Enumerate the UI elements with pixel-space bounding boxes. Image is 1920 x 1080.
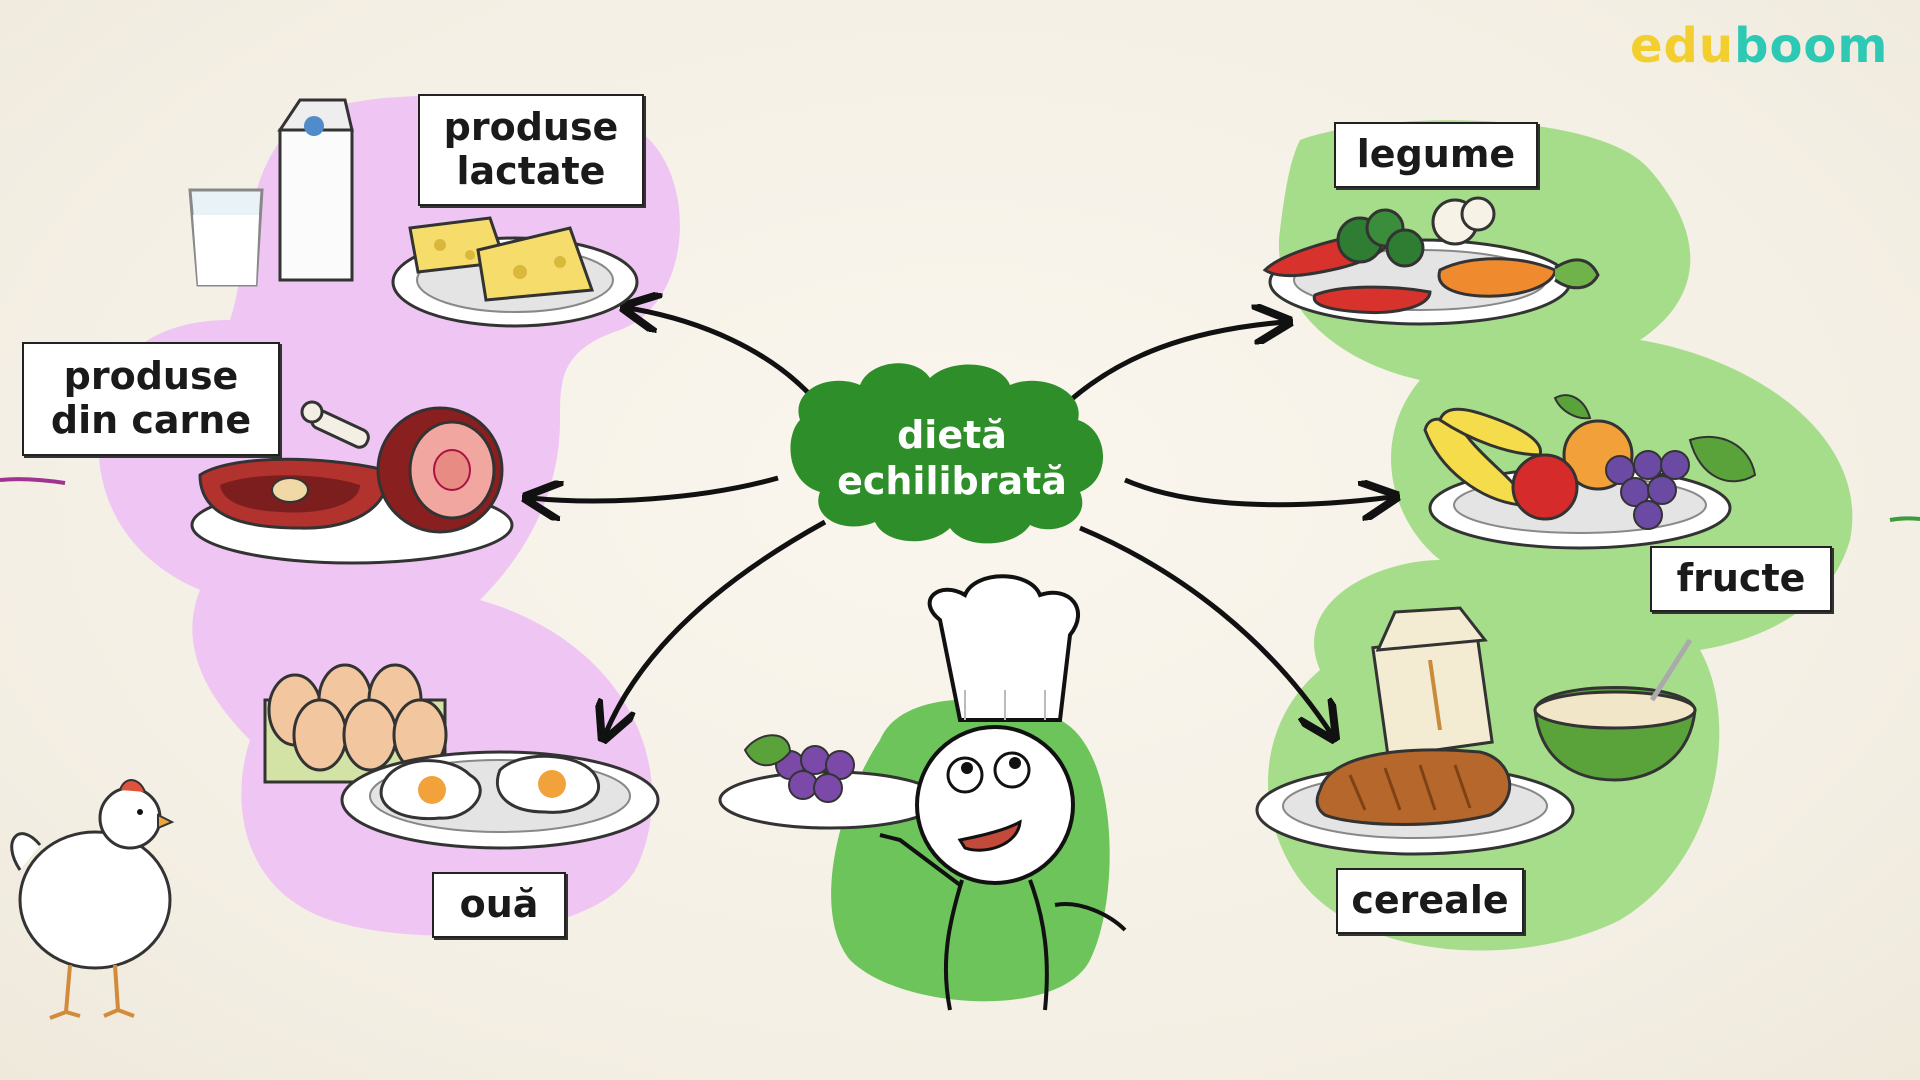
label-eggs: ouă xyxy=(432,872,566,938)
dairy-illustration xyxy=(188,98,639,328)
arrow-to-eggs xyxy=(605,519,827,735)
eggs-illustration xyxy=(263,663,660,850)
center-node-label: dietă echilibrată xyxy=(806,404,1098,514)
logo-part-edu: edu xyxy=(1630,18,1735,74)
eduboom-logo: eduboom xyxy=(1630,18,1888,74)
label-meat: produse din carne xyxy=(22,342,280,456)
hen-illustration xyxy=(10,779,175,1020)
label-dairy: produse lactate xyxy=(418,94,644,206)
center-line-2: echilibrată xyxy=(837,459,1067,503)
arrow-to-vegetables xyxy=(1063,322,1285,407)
chef-character xyxy=(718,574,1127,1011)
fruits-illustration xyxy=(1423,394,1757,550)
logo-part-boom: boom xyxy=(1734,18,1889,74)
label-fruits: fructe xyxy=(1650,546,1832,612)
arrow-to-fruits xyxy=(1124,480,1392,505)
vegetables-illustration xyxy=(1262,196,1600,326)
arrow-to-dairy xyxy=(628,308,817,402)
arrow-to-meat xyxy=(530,475,779,501)
decor-stroke-left xyxy=(0,477,66,485)
cereals-illustration xyxy=(1255,606,1697,856)
arrow-to-cereals xyxy=(1079,525,1332,735)
label-vegetables: legume xyxy=(1334,122,1538,188)
meat-illustration xyxy=(190,400,514,565)
decor-stroke-right xyxy=(1889,516,1920,522)
label-cereals: cereale xyxy=(1336,868,1524,934)
center-line-1: dietă xyxy=(897,413,1007,458)
center-cloud xyxy=(790,363,1104,544)
